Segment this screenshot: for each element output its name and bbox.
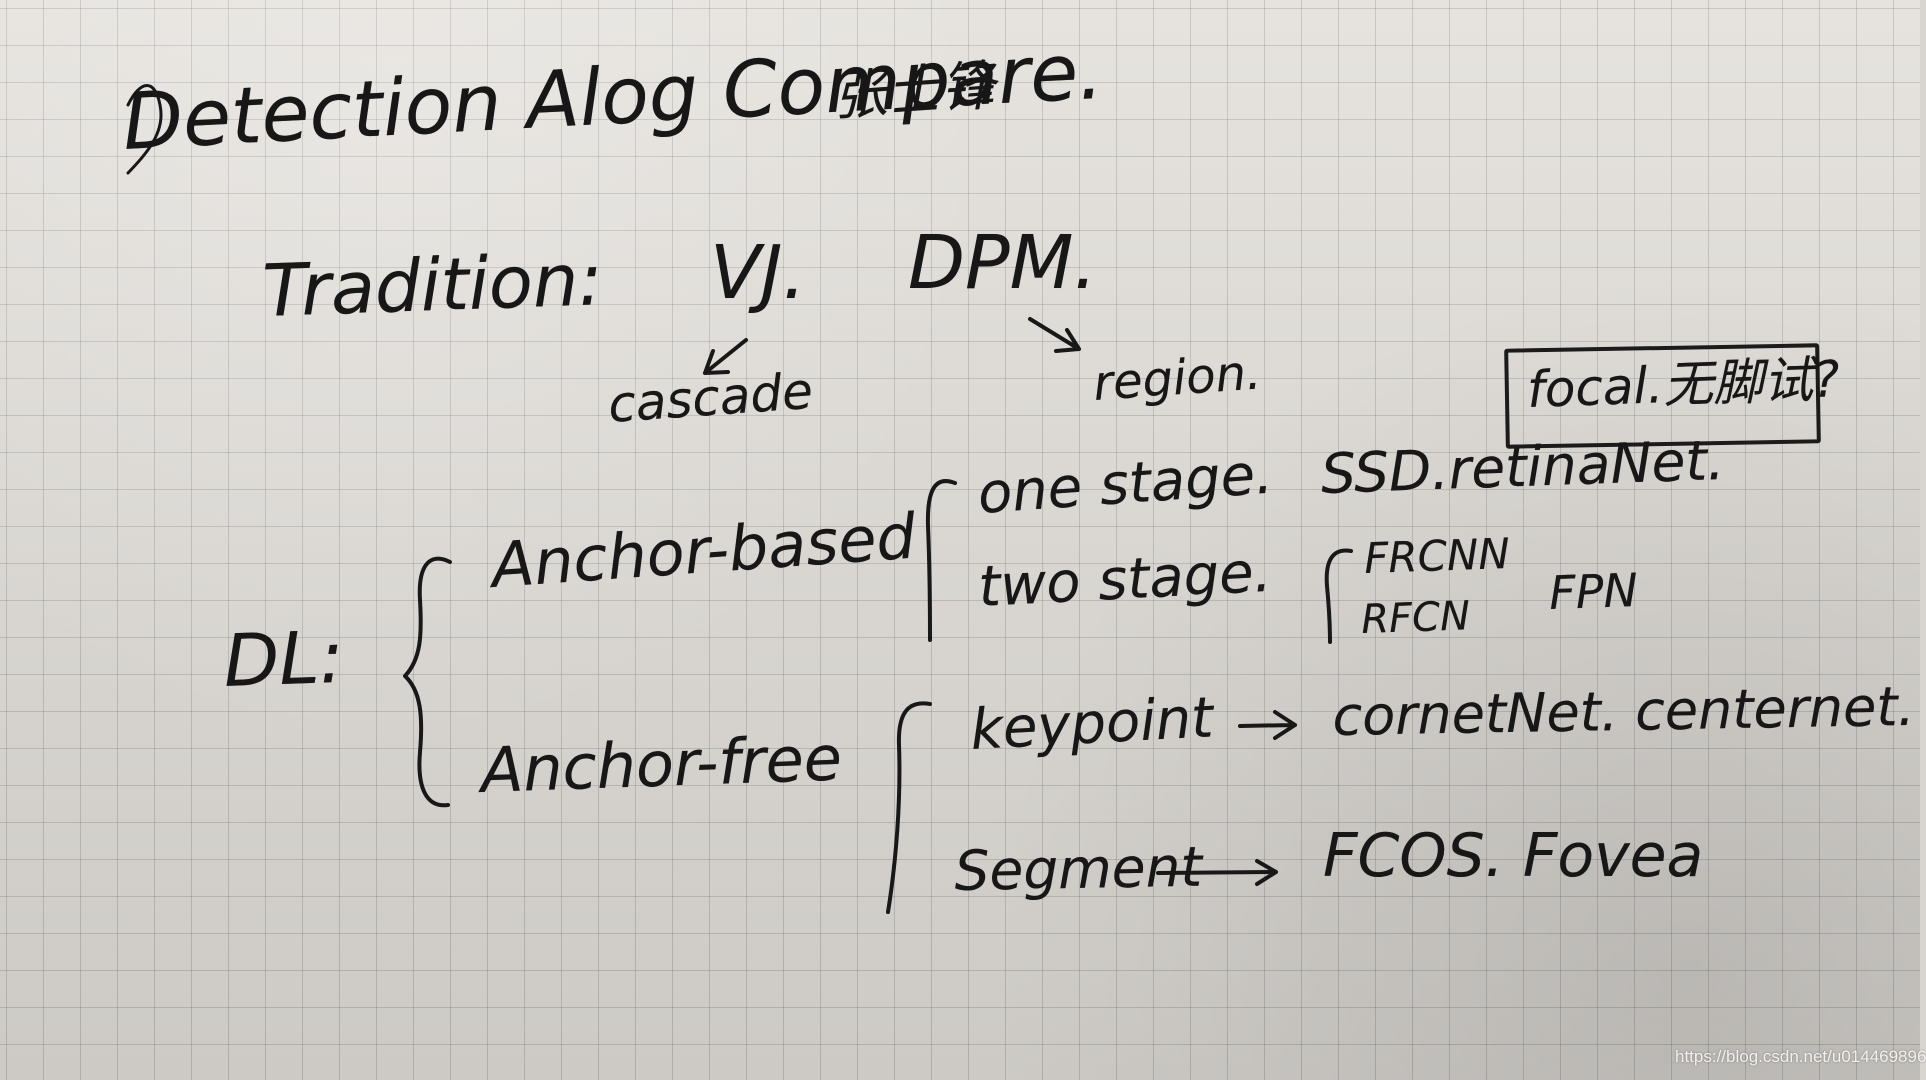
tradition-label: Tradition: [261, 237, 605, 333]
segment-models: FCOS. Fovea [1323, 821, 1704, 891]
segment-label: Segment [953, 834, 1203, 903]
title-underline-flourish [126, 84, 163, 175]
cascade-note: cascade [606, 361, 815, 434]
dpm-to-region-arrow-icon [1028, 317, 1081, 353]
two-stage-label: two stage. [976, 539, 1273, 620]
dpm-method: DPM. [908, 220, 1097, 306]
vj-to-cascade-arrow-icon [703, 338, 748, 375]
keypoint-arrow-icon [1238, 710, 1297, 740]
author-name: 张士锋 [830, 53, 997, 128]
keypoint-models: cornetNet. centernet. [1331, 674, 1916, 748]
frcnn-model: FRCNN [1363, 528, 1511, 583]
rfcn-model: RFCN [1360, 593, 1471, 643]
dl-label: DL: [222, 614, 345, 703]
anchor-free-label: Anchor-free [479, 721, 844, 807]
fpn-model: FPN [1548, 562, 1639, 620]
segment-arrow-icon [1156, 859, 1278, 886]
keypoint-label: keypoint [968, 685, 1215, 763]
anchor-free-brace-icon [886, 701, 932, 914]
anchor-based-brace-icon [925, 479, 957, 642]
focal-note: focal.无脚试? [1526, 350, 1841, 419]
two-stage-models-brace-icon [1324, 548, 1353, 644]
dl-main-brace-icon [403, 556, 452, 808]
one-stage-models: SSD.retinaNet. [1319, 427, 1726, 506]
vj-method: VJ. [710, 230, 806, 316]
region-note: region. [1091, 344, 1263, 412]
watermark-url: https://blog.csdn.net/u014469896 [1675, 1047, 1926, 1066]
